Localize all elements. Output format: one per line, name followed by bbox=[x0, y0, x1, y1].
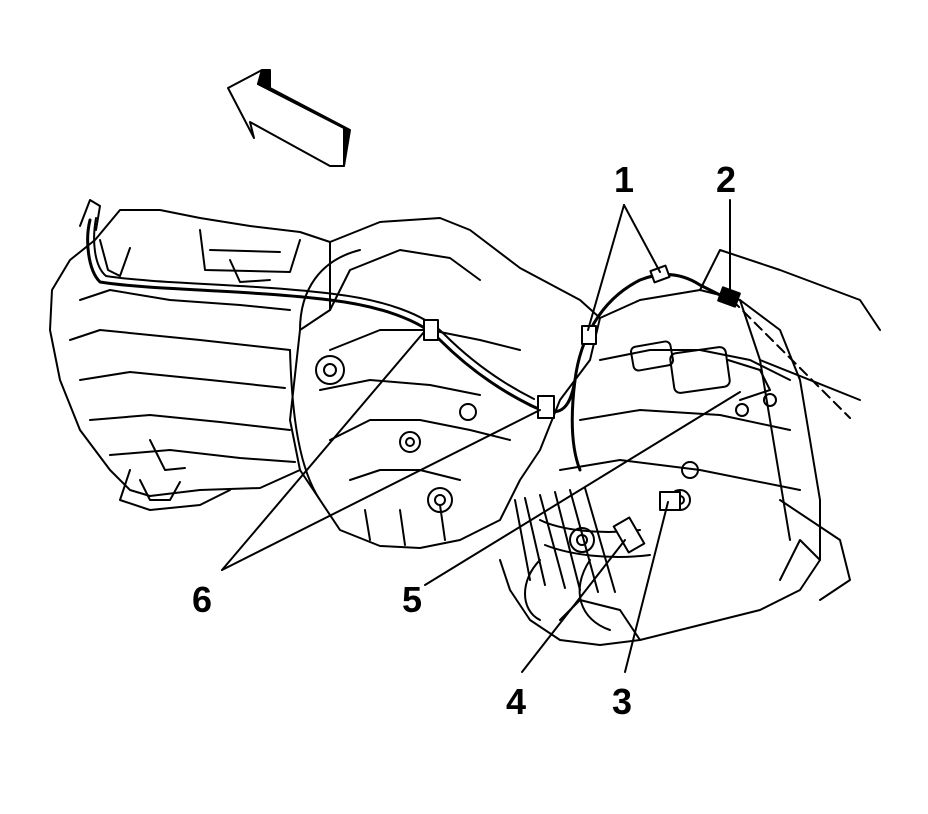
callout-1: 1 bbox=[613, 159, 635, 200]
callout-6: 6 bbox=[191, 579, 213, 620]
callout-4: 4 bbox=[505, 681, 527, 722]
leader-lines bbox=[221, 199, 741, 673]
callout-3: 3 bbox=[611, 681, 633, 722]
callout-2: 2 bbox=[715, 159, 737, 200]
harness-clip bbox=[423, 264, 741, 554]
transmission-case bbox=[49, 209, 881, 646]
direction-arrow-icon bbox=[227, 69, 351, 167]
callout-5: 5 bbox=[401, 579, 423, 620]
wiring-harness bbox=[79, 199, 732, 472]
